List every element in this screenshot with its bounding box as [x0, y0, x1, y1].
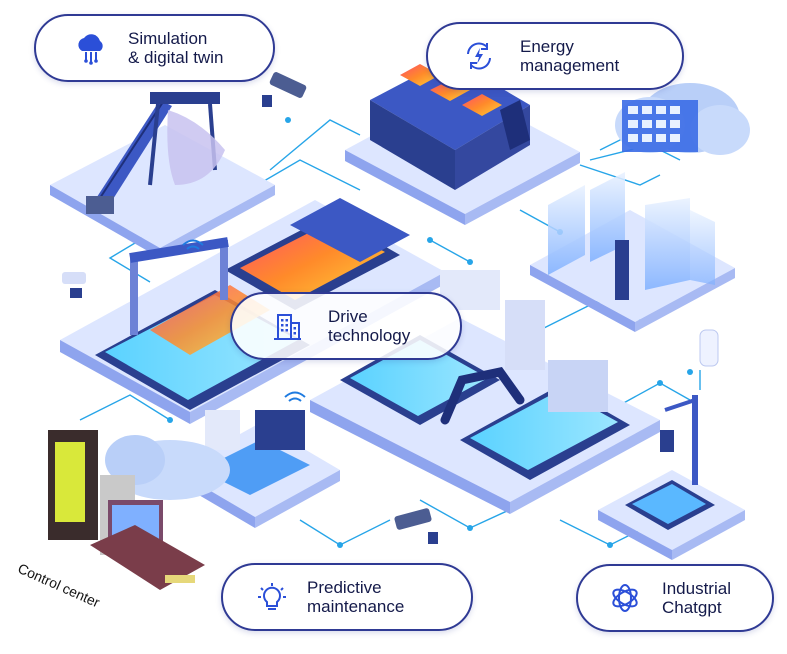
platform-chatgpt: [598, 395, 745, 560]
openai-knot-icon: [606, 579, 644, 617]
label-line-1: Predictive: [307, 578, 382, 597]
label-line-1: Drive: [328, 307, 368, 326]
security-camera-icon: [262, 72, 307, 107]
label-line-2: technology: [328, 326, 411, 345]
platform-robot: [310, 270, 660, 514]
platform-crane: [50, 92, 275, 258]
label-line-1: Energy: [520, 37, 574, 56]
platform-glass: [530, 172, 735, 332]
label-line-2: & digital twin: [128, 48, 224, 67]
security-camera-icon: [62, 272, 86, 298]
wifi-icon: [182, 239, 204, 250]
label-line-2: Chatgpt: [662, 598, 722, 617]
cloud-circuit-icon: [72, 29, 110, 67]
energy-cycle-icon: [460, 37, 498, 75]
sensor-device: [699, 329, 719, 367]
label-line-2: maintenance: [307, 597, 405, 616]
wifi-icon: [284, 391, 306, 402]
label-line-1: Industrial: [662, 579, 731, 598]
label-line-1: Simulation: [128, 29, 208, 48]
label-line-2: management: [520, 56, 620, 75]
server-cloud: [615, 83, 750, 155]
buildings-icon: [268, 307, 306, 345]
lightbulb-icon: [253, 578, 291, 616]
simulation-digital-twin-label[interactable]: Simulation& digital twin: [34, 14, 275, 82]
security-camera-icon: [394, 508, 438, 544]
control-center: [48, 430, 230, 590]
platform-smelter: [345, 58, 580, 225]
